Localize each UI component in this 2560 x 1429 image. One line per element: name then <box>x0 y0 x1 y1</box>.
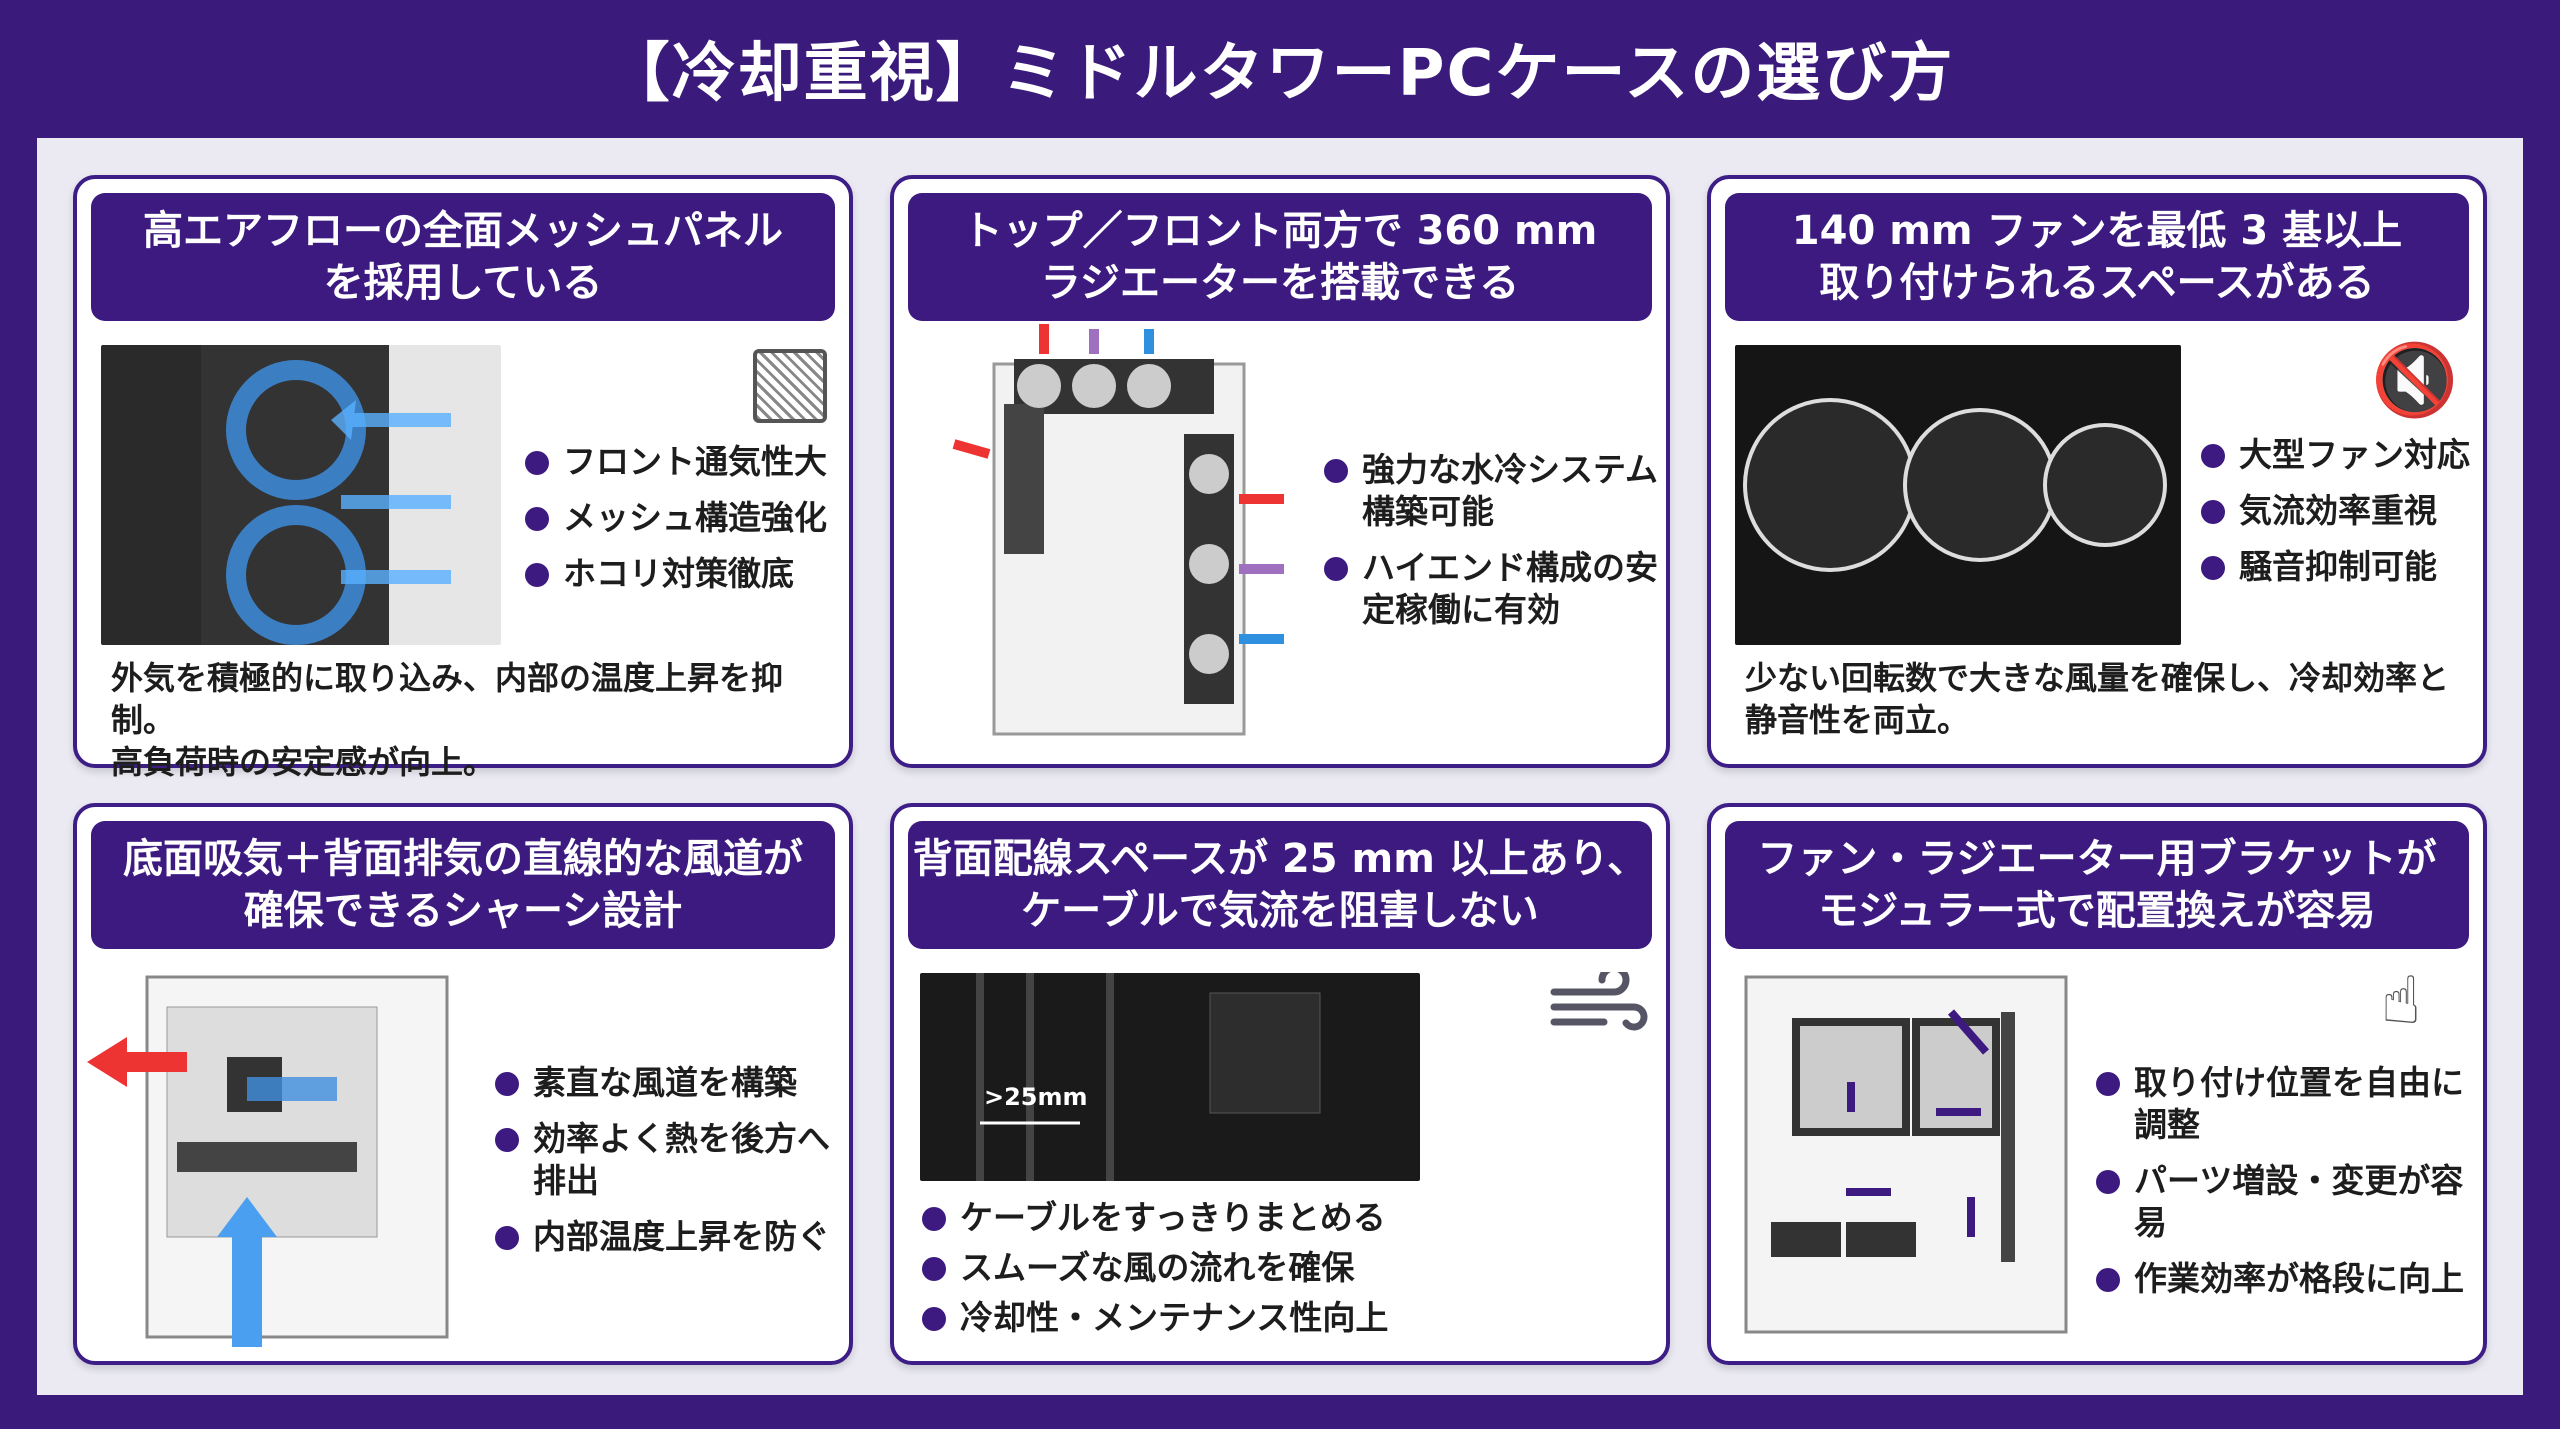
card-description: 少ない回転数で大きな風量を確保し、冷却効率と静音性を両立。 <box>1745 657 2463 741</box>
card-360mm-radiator: トップ／フロント両方で 360 mm ラジエーターを搭載できる 強力な水冷システム… <box>890 175 1670 768</box>
card-cable-space: 背面配線スペースが 25 mm 以上あり、ケーブルで気流を阻害しない >25mm… <box>890 803 1670 1365</box>
header-line: 高エアフローの全面メッシュパネル <box>143 208 783 254</box>
feature-list: 素直な風道を構築 効率よく熱を後方へ排出 内部温度上昇を防ぐ <box>495 1062 835 1272</box>
card-modular-brackets: ファン・ラジエーター用ブラケットがモジュラー式で配置換えが容易 ☝ 取り付け位置… <box>1707 803 2487 1365</box>
header-line: モジュラー式で配置換えが容易 <box>1818 888 2376 934</box>
header-line: 取り付けられるスペースがある <box>1819 260 2375 306</box>
bullet-item: ハイエンド構成の安定稼働に有効 <box>1324 547 1664 631</box>
card-header: ファン・ラジエーター用ブラケットがモジュラー式で配置換えが容易 <box>1725 821 2469 949</box>
desc-line: 高負荷時の安定感が向上。 <box>111 743 496 781</box>
bullet-item: メッシュ構造強化 <box>525 497 827 539</box>
hand-rotate-icon: ☝ <box>2381 962 2422 1039</box>
header-line: ファン・ラジエーター用ブラケットが <box>1757 836 2437 882</box>
bullet-item: 気流効率重視 <box>2201 490 2470 532</box>
feature-list: 大型ファン対応 気流効率重視 騒音抑制可能 <box>2201 434 2470 602</box>
bracket-diagram-image <box>1741 972 2071 1342</box>
card-header: 140 mm ファンを最低 3 基以上取り付けられるスペースがある <box>1725 193 2469 321</box>
card-description: 外気を積極的に取り込み、内部の温度上昇を抑制。高負荷時の安定感が向上。 <box>111 657 829 783</box>
mesh-filter-icon <box>753 349 827 423</box>
card-header: 背面配線スペースが 25 mm 以上あり、ケーブルで気流を阻害しない <box>908 821 1652 949</box>
header-line: ラジエーターを搭載できる <box>1040 260 1520 306</box>
airflow-diagram-image <box>87 967 487 1347</box>
bullet-item: 冷却性・メンテナンス性向上 <box>922 1297 1388 1339</box>
card-header: 底面吸気＋背面排気の直線的な風道が確保できるシャーシ設計 <box>91 821 835 949</box>
radiator-case-image <box>934 324 1314 754</box>
bullet-item: ケーブルをすっきりまとめる <box>922 1197 1388 1239</box>
header-line: 140 mm ファンを最低 3 基以上 <box>1791 208 2403 254</box>
feature-list: 取り付け位置を自由に調整 パーツ増設・変更が容易 作業効率が格段に向上 <box>2096 1062 2476 1314</box>
page-title: 【冷却重視】ミドルタワーPCケースの選び方 <box>605 37 1955 111</box>
wind-icon <box>1549 964 1649 1046</box>
bullet-item: 作業効率が格段に向上 <box>2096 1258 2476 1300</box>
speaker-mute-icon: 🔇 <box>2371 339 2459 421</box>
card-header: 高エアフローの全面メッシュパネルを採用している <box>91 193 835 321</box>
card-header: トップ／フロント両方で 360 mm ラジエーターを搭載できる <box>908 193 1652 321</box>
bullet-item: フロント通気性大 <box>525 441 827 483</box>
desc-line: 少ない回転数で大きな風量を確保し、冷却効率と <box>1745 659 2450 697</box>
bullet-item: 素直な風道を構築 <box>495 1062 835 1104</box>
feature-list: ケーブルをすっきりまとめる スムーズな風の流れを確保 冷却性・メンテナンス性向上 <box>922 1197 1388 1353</box>
bullet-item: 取り付け位置を自由に調整 <box>2096 1062 2476 1146</box>
bullet-item: 騒音抑制可能 <box>2201 546 2470 588</box>
bullet-item: 大型ファン対応 <box>2201 434 2470 476</box>
header-line: 底面吸気＋背面排気の直線的な風道が <box>123 836 803 882</box>
card-140mm-fans: 140 mm ファンを最低 3 基以上取り付けられるスペースがある 🔇 大型ファ… <box>1707 175 2487 768</box>
desc-line: 外気を積極的に取り込み、内部の温度上昇を抑制。 <box>111 659 784 739</box>
header-line: 確保できるシャーシ設計 <box>243 888 683 934</box>
header-line: トップ／フロント両方で 360 mm <box>962 208 1598 254</box>
fans-image <box>1735 345 2181 645</box>
header-line: ケーブルで気流を阻害しない <box>1021 888 1539 934</box>
bullet-item: 効率よく熱を後方へ排出 <box>495 1118 835 1202</box>
cable-gap-label: >25mm <box>984 1083 1088 1111</box>
bullet-item: 強力な水冷システム構築可能 <box>1324 449 1664 533</box>
card-mesh-panel: 高エアフローの全面メッシュパネルを採用している フロント通気性大 メッシュ構造強… <box>73 175 853 781</box>
feature-list: フロント通気性大 メッシュ構造強化 ホコリ対策徹底 <box>525 441 827 609</box>
bullet-item: 内部温度上昇を防ぐ <box>495 1216 835 1258</box>
desc-line: 静音性を両立。 <box>1745 701 1970 739</box>
bullet-item: パーツ増設・変更が容易 <box>2096 1160 2476 1244</box>
header-line: を採用している <box>323 260 603 306</box>
bullet-item: ホコリ対策徹底 <box>525 553 827 595</box>
cable-routing-image: >25mm <box>920 973 1420 1181</box>
header-line: 背面配線スペースが 25 mm 以上あり、 <box>912 836 1648 882</box>
feature-list: 強力な水冷システム構築可能 ハイエンド構成の安定稼働に有効 <box>1324 449 1664 645</box>
mesh-front-fans-image <box>101 345 501 645</box>
bullet-item: スムーズな風の流れを確保 <box>922 1247 1388 1289</box>
card-airflow-chassis: 底面吸気＋背面排気の直線的な風道が確保できるシャーシ設計 素直な風道を構築 効率… <box>73 803 853 1365</box>
